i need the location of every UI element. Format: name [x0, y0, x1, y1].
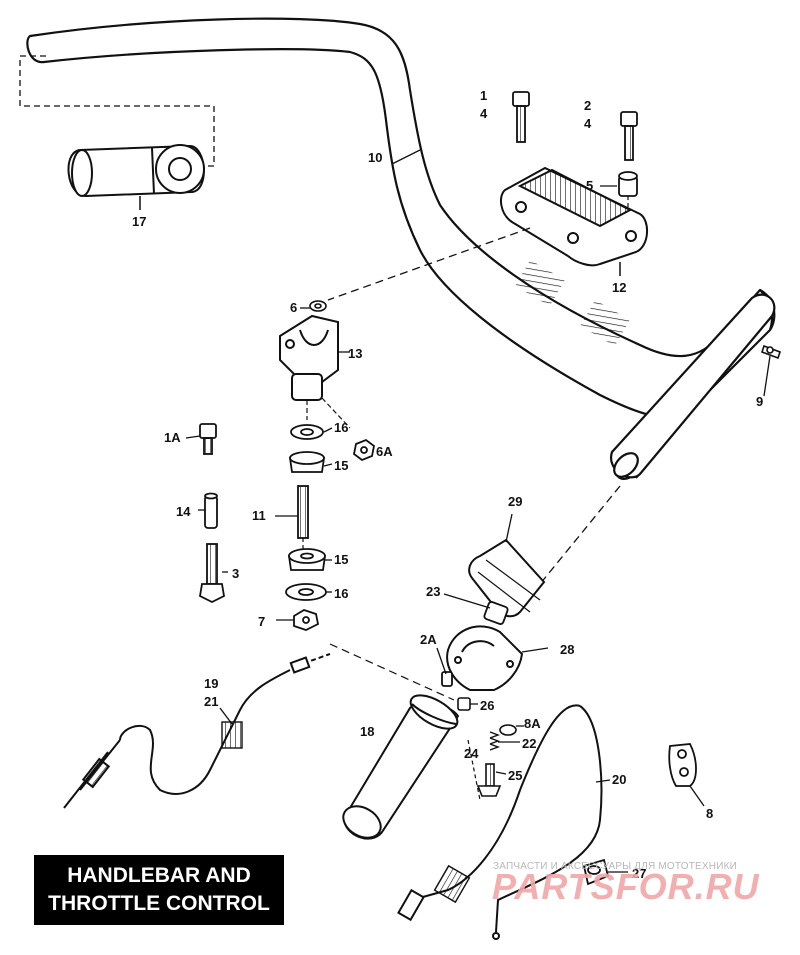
callout-1a: 1A [164, 430, 181, 445]
lower-housing-28 [446, 625, 524, 691]
bolt-1 [512, 91, 530, 143]
callout-leaders [185, 149, 771, 873]
callout-1-4: 4 [480, 106, 488, 121]
callout-17: 17 [132, 214, 146, 229]
screw-25 [476, 763, 502, 797]
pin-14 [204, 492, 218, 529]
spacer-5 [618, 171, 638, 197]
insert-23 [483, 601, 509, 625]
washer-16-lower [285, 583, 327, 601]
washer-6 [309, 300, 327, 312]
callout-28: 28 [560, 642, 574, 657]
title-line-2: THROTTLE CONTROL [48, 892, 270, 915]
screw-2a [441, 671, 453, 687]
callout-15-lower: 15 [334, 552, 348, 567]
idle-cable-20 [397, 704, 603, 940]
callout-21: 21 [204, 694, 218, 709]
nut-6a [353, 438, 375, 462]
callout-3: 3 [232, 566, 239, 581]
callout-29: 29 [508, 494, 522, 509]
watermark-logo: PARTSFOR.RU [492, 866, 760, 907]
ferrule-26 [457, 697, 471, 711]
screw-9 [760, 344, 782, 360]
throttle-grip-18 [342, 694, 460, 840]
clip-27 [582, 858, 610, 886]
callout-13: 13 [348, 346, 362, 361]
title-line-1: HANDLEBAR AND [67, 864, 251, 887]
leader-17 [19, 55, 215, 167]
grip-17 [67, 144, 205, 198]
callout-2: 2 [584, 98, 591, 113]
bushing-15-upper [288, 451, 326, 473]
callout-12: 12 [612, 280, 626, 295]
top-clamp-12 [499, 166, 648, 267]
washer-16-upper [290, 424, 324, 440]
callout-16-lower: 16 [334, 586, 348, 601]
bolt-1a [199, 423, 217, 455]
callout-8a: 8A [524, 716, 541, 731]
handlebar-right-tube [609, 293, 776, 479]
callout-8: 8 [706, 806, 713, 821]
riser-13 [279, 314, 339, 401]
callout-19: 19 [204, 676, 218, 691]
stud-11 [297, 485, 309, 539]
callout-14: 14 [176, 504, 191, 519]
callout-25: 25 [508, 768, 522, 783]
callout-27: 27 [632, 866, 646, 881]
callout-11: 11 [252, 508, 266, 523]
knurl-left [515, 260, 565, 306]
callout-10: 10 [368, 150, 382, 165]
callout-labels: 1 4 2 4 5 10 12 17 6 13 9 1A 16 6A 15 14… [132, 88, 763, 881]
callout-18: 18 [360, 724, 374, 739]
clip-8 [668, 743, 697, 787]
callout-9: 9 [756, 394, 763, 409]
washer-8a [499, 724, 517, 736]
callout-1: 1 [480, 88, 487, 103]
callout-20: 20 [612, 772, 626, 787]
callout-24: 24 [464, 746, 479, 761]
knurl-right [580, 300, 630, 346]
nut-7 [293, 609, 320, 631]
callout-22: 22 [522, 736, 536, 751]
callout-15-upper: 15 [334, 458, 348, 473]
diagram-title-box: HANDLEBAR AND THROTTLE CONTROL [34, 855, 284, 925]
callout-5: 5 [586, 178, 593, 193]
bolt-2 [620, 111, 638, 161]
watermark-tagline: ЗАПЧАСТИ И АКСЕССУАРЫ ДЛЯ МОТОТЕХНИКИ [493, 861, 738, 872]
spring-22 [489, 731, 500, 751]
callout-16-upper: 16 [334, 420, 348, 435]
callout-23: 23 [426, 584, 440, 599]
callout-6a: 6A [376, 444, 393, 459]
callout-2-4: 4 [584, 116, 592, 131]
bolt-3 [199, 543, 225, 604]
bushing-15-lower [287, 548, 327, 571]
callout-7: 7 [258, 614, 265, 629]
throttle-housing-29 [468, 538, 546, 618]
callout-2a: 2A [420, 632, 437, 647]
throttle-cable-19 [63, 653, 331, 809]
callout-6: 6 [290, 300, 297, 315]
callout-26: 26 [480, 698, 494, 713]
